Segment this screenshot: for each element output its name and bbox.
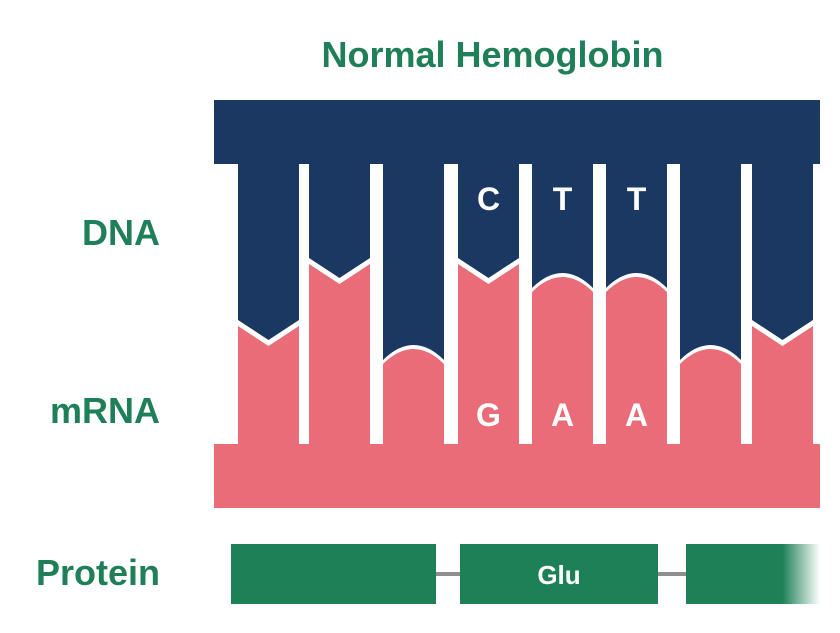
mrna-base [606,277,667,444]
dna-base [680,164,741,360]
protein-segment [460,544,658,604]
dna-base [532,164,593,288]
dna-backbone [214,100,820,164]
dna-base-letter: C [477,181,500,217]
mrna-base [532,277,593,444]
dna-base [383,164,444,360]
mrna-base [458,264,519,444]
mrna-label: mRNA [49,390,160,431]
mrna-backbone [214,444,820,508]
dna-base-letter: T [627,181,647,217]
dna-base [238,164,299,340]
dna-base [606,164,667,288]
mrna-base-letter: A [625,397,648,433]
protein-segment [231,544,436,604]
mrna-base [238,326,299,444]
dna-base-letter: T [553,181,573,217]
dna-bases [238,164,813,360]
mrna-base [309,264,370,444]
mrna-base-letter: A [551,397,574,433]
mrna-base-letter: G [476,397,501,433]
mrna-base [383,349,444,444]
mrna-bases [238,264,813,444]
mrna-base [680,349,741,444]
protein-label: Protein [35,552,160,593]
diagram-title: Normal Hemoglobin [321,34,664,75]
protein-segment-fading [686,544,820,604]
dna-base [458,164,519,278]
dna-label: DNA [82,212,160,253]
mrna-base [752,326,813,444]
dna-base [309,164,370,278]
dna-base [752,164,813,340]
protein-segment-label: Glu [537,560,580,590]
